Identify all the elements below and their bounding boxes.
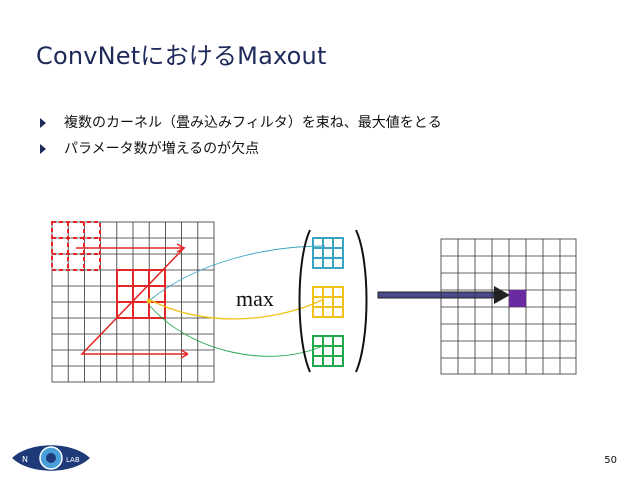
bullet-triangle-icon xyxy=(40,118,46,128)
active-kernel xyxy=(116,269,166,319)
bullet-text: 複数のカーネル（畳み込みフィルタ）を束ね、最大値をとる xyxy=(64,115,442,131)
kernel-cyan xyxy=(312,237,344,269)
yellow-link xyxy=(149,299,323,320)
dashed-kernel xyxy=(51,221,101,271)
max-label: max xyxy=(236,286,274,311)
output-arrow xyxy=(377,286,510,304)
bullet-triangle-icon xyxy=(40,144,46,154)
logo-right-text: LAB xyxy=(66,456,80,464)
bullet-item: パラメータ数が増えるのが欠点 xyxy=(40,136,442,162)
max-output-cell xyxy=(509,290,526,307)
kernel-yellow xyxy=(312,286,344,318)
output-grid xyxy=(440,238,577,375)
left-paren xyxy=(298,229,311,373)
page-number: 50 xyxy=(604,455,617,466)
bullet-item: 複数のカーネル（畳み込みフィルタ）を束ね、最大値をとる xyxy=(40,110,442,136)
slide-title: ConvNetにおけるMaxout xyxy=(36,42,327,70)
kernel-green xyxy=(312,335,344,367)
scan-path xyxy=(76,243,189,359)
logo-left-text: N xyxy=(22,455,28,464)
right-paren xyxy=(355,229,368,373)
bullet-list: 複数のカーネル（畳み込みフィルタ）を束ね、最大値をとる パラメータ数が増えるのが… xyxy=(40,110,442,162)
lab-logo: N LAB xyxy=(10,443,92,473)
bullet-text: パラメータ数が増えるのが欠点 xyxy=(64,141,260,157)
